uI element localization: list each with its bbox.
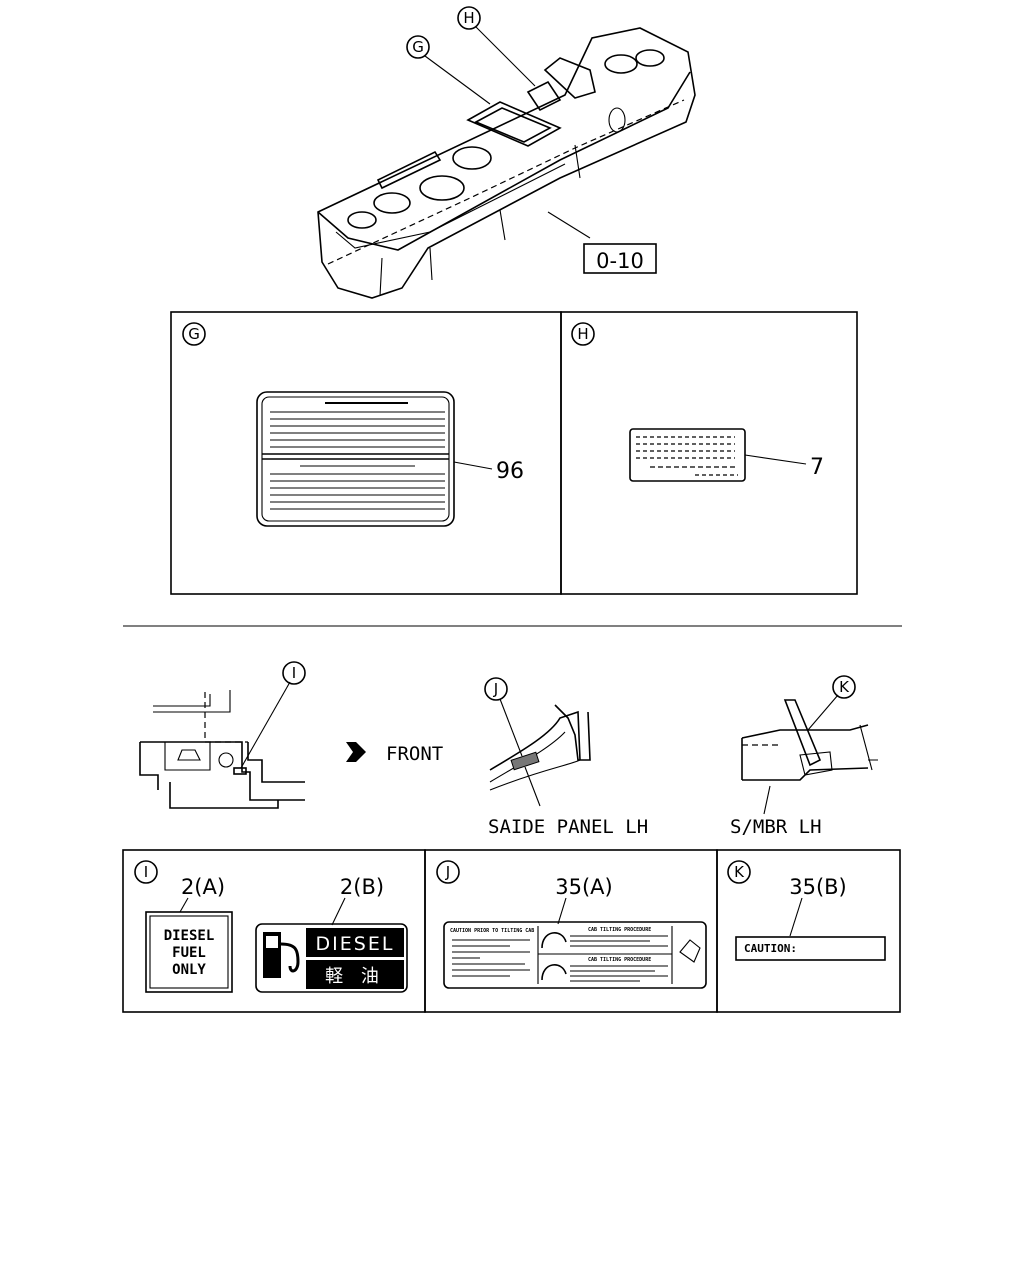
- front-direction-indicator: FRONT: [346, 742, 443, 765]
- svg-text:FRONT: FRONT: [386, 743, 443, 765]
- part-35a: 35(A): [555, 875, 612, 899]
- label-2b-bottom: 軽 油: [325, 966, 385, 987]
- fuel-pump-icon: [263, 932, 300, 978]
- location-view-i: I: [139, 661, 306, 809]
- tank-reference-box: 0-10: [547, 211, 657, 274]
- svg-text:H: H: [463, 9, 474, 27]
- cab-tilt-icon-1: [541, 932, 567, 949]
- svg-text:0-10: 0-10: [596, 249, 644, 273]
- part-number-96: 96: [496, 459, 524, 484]
- label-35b-caution: CAUTION:: [744, 942, 797, 955]
- location-label-k: S/MBR LH: [730, 816, 822, 838]
- panel-k: K 35(B) CAUTION:: [716, 849, 901, 1013]
- label-35a-header-left: CAUTION PRIOR TO TILTING CAB: [450, 928, 534, 934]
- callout-g-panel: G: [188, 325, 200, 343]
- fuel-tank-illustration: [317, 27, 696, 299]
- label-35a-header-right-1: CAB TILTING PROCEDURE: [588, 927, 651, 933]
- panel-g: G 96: [170, 311, 562, 595]
- callout-j-view: J: [493, 680, 498, 698]
- location-view-j: J SAIDE PANEL LH: [484, 677, 648, 838]
- part-2b: 2(B): [340, 875, 384, 899]
- part-number-7: 7: [810, 455, 824, 480]
- label-2a-line-3: ONLY: [172, 962, 206, 978]
- panel-h: H 7: [560, 311, 858, 595]
- callout-i-panel: I: [144, 863, 148, 881]
- warning-figure-icon: [679, 939, 701, 963]
- panel-j: J 35(A) CAUTION PRIOR TO TILTING CAB CAB…: [424, 849, 718, 1013]
- front-arrow-icon: [346, 742, 366, 762]
- label-2b-top: DIESEL: [316, 933, 395, 955]
- part-35b: 35(B): [789, 875, 847, 899]
- callout-i-view: I: [292, 664, 296, 682]
- callout-h-top: H: [457, 6, 536, 87]
- svg-text:G: G: [412, 38, 424, 56]
- label-35a-text-lines: [452, 935, 668, 982]
- callout-k-panel: K: [734, 863, 745, 881]
- label-2a-line-2: FUEL: [172, 945, 206, 961]
- location-label-j: SAIDE PANEL LH: [488, 816, 648, 838]
- callout-h-panel: H: [577, 325, 588, 343]
- label-2a-line-1: DIESEL: [164, 928, 215, 944]
- callout-g-top: G: [406, 35, 491, 105]
- panel-i: I 2(A) DIESEL FUEL ONLY 2(B) DIESEL 軽 油: [122, 849, 426, 1013]
- callout-k-view: K: [839, 678, 850, 696]
- location-view-k: K S/MBR LH: [730, 675, 878, 838]
- cab-tilt-icon-2: [541, 964, 567, 981]
- callout-j-panel: J: [445, 863, 450, 881]
- label-7-text-lines: [636, 436, 738, 476]
- label-96-text-lines: [270, 402, 445, 510]
- part-2a: 2(A): [181, 875, 225, 899]
- label-35a-header-right-2: CAB TILTING PROCEDURE: [588, 957, 651, 963]
